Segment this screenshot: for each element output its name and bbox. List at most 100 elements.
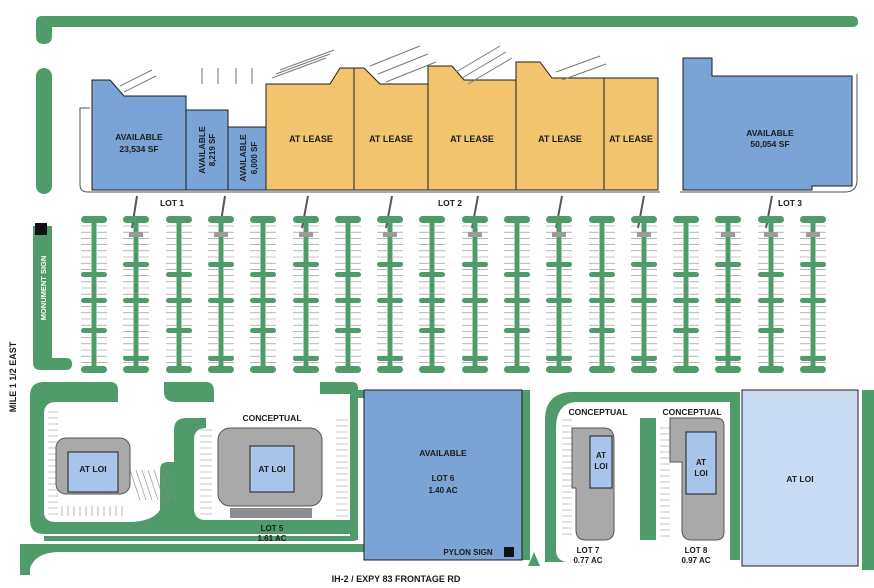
- parking-island: [758, 328, 784, 333]
- building-6-status: AT LEASE: [450, 134, 494, 144]
- north-landscape-strip: [36, 16, 858, 44]
- parking-island: [504, 272, 530, 277]
- parking-end-cap: [250, 366, 276, 373]
- light-pole-base: [468, 232, 482, 237]
- building-8: [603, 77, 659, 191]
- parking-median: [91, 218, 97, 370]
- dock-mark-5: [555, 55, 607, 81]
- parking-island: [631, 356, 657, 361]
- pad-labels: AT LOI AT LOI AT LOI AT LOI AT LOI CONCE…: [79, 407, 813, 484]
- east-road-label: MILE 1 1/2 EAST: [8, 341, 18, 412]
- parking-median: [599, 218, 605, 370]
- parking-island: [758, 298, 784, 303]
- parking-island: [123, 356, 149, 361]
- parking-median: [387, 218, 393, 370]
- parking-end-cap: [589, 366, 615, 373]
- lot-labels: LOT 1 LOT 2 LOT 3 LOT 5 1.61 AC AVAILABL…: [160, 198, 802, 565]
- south-road-label: IH-2 / EXPY 83 FRONTAGE RD: [332, 574, 461, 584]
- lot-5-pad-status: AT LOI: [258, 464, 285, 474]
- building-2: [185, 109, 229, 191]
- parking-end-cap: [335, 216, 361, 223]
- east-loi-building: [741, 389, 859, 567]
- building-6: [427, 65, 517, 191]
- parking-end-cap: [335, 366, 361, 373]
- parking-median: [514, 218, 520, 370]
- parking-island: [335, 328, 361, 333]
- parking-island: [123, 298, 149, 303]
- parking-end-cap: [419, 366, 445, 373]
- parking-median: [260, 218, 266, 370]
- parking-island: [589, 328, 615, 333]
- parking-end-cap: [293, 366, 319, 373]
- parking-island: [673, 272, 699, 277]
- parking-island: [800, 356, 826, 361]
- lot-8-acres: 0.97 AC: [681, 556, 710, 565]
- dock-mark-3: [369, 45, 437, 83]
- parking-end-cap: [377, 366, 403, 373]
- building-9-area: 50,054 SF: [750, 139, 789, 149]
- parking-end-cap: [800, 216, 826, 223]
- east-landscape-strip: [862, 390, 874, 570]
- parking-island: [758, 272, 784, 277]
- parking-island: [673, 298, 699, 303]
- parking-median: [768, 218, 774, 370]
- southeast-triangle: [528, 552, 540, 566]
- lot-7-pad-status-1: AT: [596, 451, 606, 460]
- parking-field: [81, 216, 826, 373]
- parking-island: [462, 262, 488, 267]
- parking-island: [377, 356, 403, 361]
- parking-island: [250, 298, 276, 303]
- sw-pad-building: [67, 451, 119, 493]
- building-9: [682, 57, 853, 191]
- building-3: [227, 126, 267, 191]
- parking-end-cap: [673, 366, 699, 373]
- parking-island: [419, 272, 445, 277]
- lot-8-pad-status-2: LOI: [694, 469, 707, 478]
- road-labels: MILE 1 1/2 EAST IH-2 / EXPY 83 FRONTAGE …: [8, 341, 461, 584]
- lot-6-status: AVAILABLE: [419, 448, 467, 458]
- southwest-landscape-area: [30, 382, 350, 534]
- parking-island: [546, 356, 572, 361]
- parking-island: [715, 262, 741, 267]
- parking-median: [218, 218, 224, 370]
- building-1-status: AVAILABLE: [115, 132, 163, 142]
- light-pole-base: [806, 232, 820, 237]
- parking-island: [589, 298, 615, 303]
- parking-end-cap: [462, 216, 488, 223]
- light-pole-base: [721, 232, 735, 237]
- parking-island: [208, 262, 234, 267]
- parking-island: [81, 272, 107, 277]
- lot-2-label: LOT 2: [438, 198, 462, 208]
- loading-dock-marks: [119, 45, 607, 93]
- lot-3-outline: [680, 74, 858, 193]
- parking-island: [504, 298, 530, 303]
- parking-end-cap: [166, 366, 192, 373]
- parking-island: [546, 298, 572, 303]
- parking-end-cap: [504, 366, 530, 373]
- parking-median: [725, 218, 731, 370]
- lot-7-pad-status-2: LOI: [594, 462, 607, 471]
- lot-6-name: LOT 6: [432, 474, 455, 483]
- building-7-status: AT LEASE: [538, 134, 582, 144]
- parking-island: [377, 298, 403, 303]
- parking-island: [462, 298, 488, 303]
- parking-island: [377, 262, 403, 267]
- building-9-status: AVAILABLE: [746, 128, 794, 138]
- parking-end-cap: [208, 216, 234, 223]
- parking-island: [166, 298, 192, 303]
- parking-median: [303, 218, 309, 370]
- lot-6-building: [363, 389, 523, 561]
- lot5-island-west: [164, 382, 214, 402]
- east-loi-status: AT LOI: [786, 474, 813, 484]
- parking-median: [641, 218, 647, 370]
- parking-island: [715, 356, 741, 361]
- building-7: [515, 61, 605, 191]
- parking-median: [133, 218, 139, 370]
- building-1: [91, 79, 187, 191]
- building-2-status: AVAILABLE: [197, 126, 207, 174]
- lot5-island-south: [320, 382, 358, 394]
- building-5: [353, 67, 429, 191]
- building-3-status: AVAILABLE: [238, 134, 248, 182]
- monument-landscape-strip: [33, 226, 72, 370]
